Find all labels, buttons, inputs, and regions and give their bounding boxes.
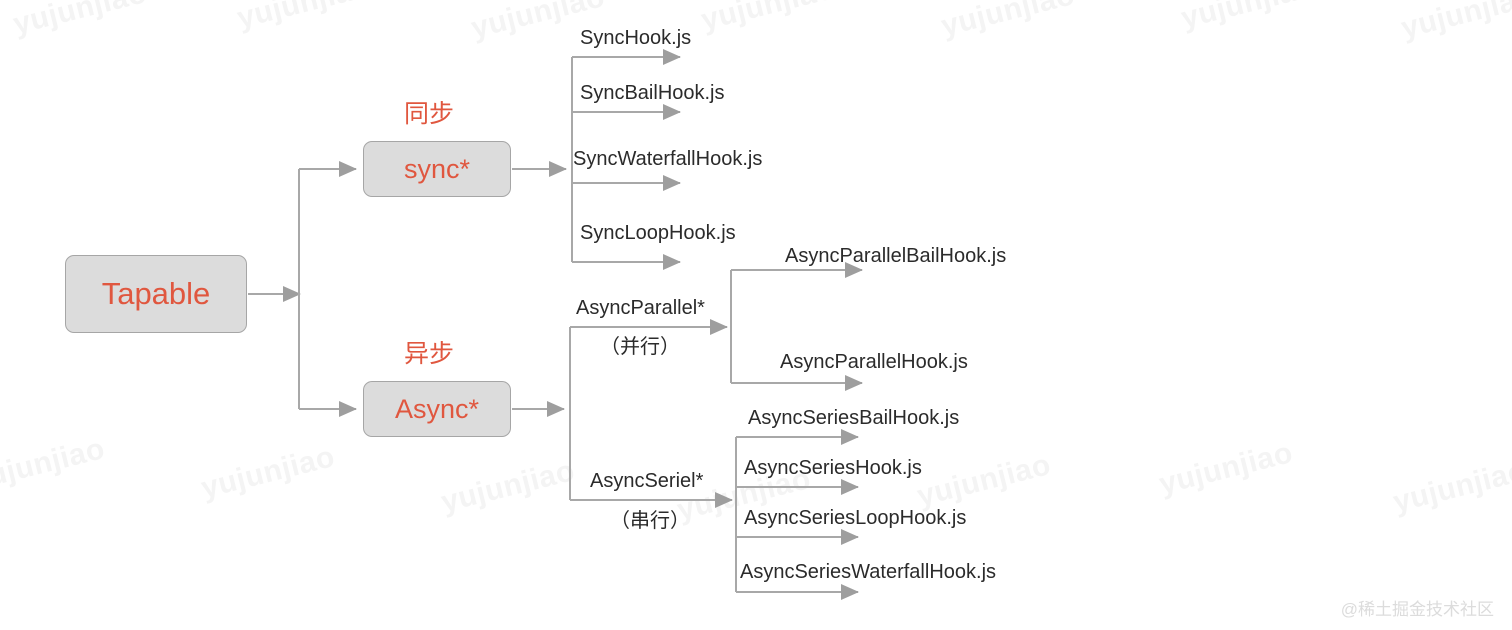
node-tapable[interactable]: Tapable [65, 255, 247, 333]
label-asyncseriel: AsyncSeriel* [590, 470, 704, 492]
label-asyncserieshook: AsyncSeriesHook.js [744, 457, 922, 479]
label-asyncparallelbailhook: AsyncParallelBailHook.js [785, 245, 1007, 267]
label-asyncseriesbailhook: AsyncSeriesBailHook.js [748, 407, 960, 429]
label-syncwaterfallhook: SyncWaterfallHook.js [573, 148, 763, 170]
label-syncloophook: SyncLoopHook.js [580, 222, 736, 244]
node-async[interactable]: Async* [363, 381, 511, 437]
label-asyncseriel-sub: （串行） [610, 508, 690, 532]
label-async-category: 异步 [404, 339, 455, 368]
label-synchook: SyncHook.js [580, 27, 692, 49]
label-asyncparallel-sub: （并行） [600, 334, 680, 358]
node-sync[interactable]: sync* [363, 141, 511, 197]
label-sync-category: 同步 [404, 99, 455, 128]
label-asyncparallelhook: AsyncParallelHook.js [780, 351, 968, 373]
label-asyncseriesloophook: AsyncSeriesLoopHook.js [744, 507, 967, 529]
corner-watermark: @稀土掘金技术社区 [1340, 600, 1494, 619]
label-asyncserieswaterfallhook: AsyncSeriesWaterfallHook.js [740, 561, 997, 583]
node-tapable-label: Tapable [101, 276, 211, 311]
node-async-label: Async* [394, 393, 480, 424]
node-sync-label: sync* [403, 153, 471, 184]
label-asyncparallel: AsyncParallel* [576, 297, 705, 319]
label-syncbailhook: SyncBailHook.js [580, 82, 725, 104]
